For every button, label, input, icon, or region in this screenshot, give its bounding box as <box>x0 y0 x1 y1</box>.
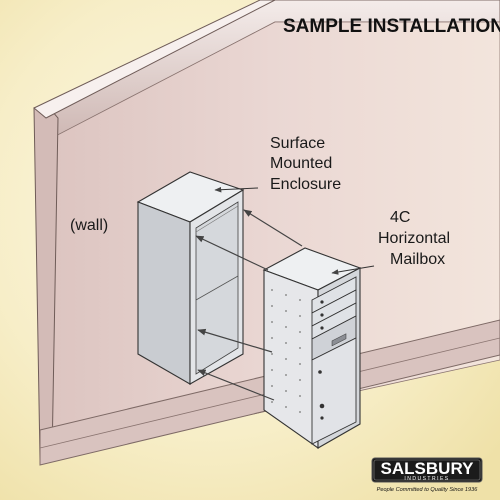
mounting-hole <box>285 358 287 360</box>
mailbox-label: 4C Horizontal Mailbox <box>378 209 450 268</box>
mailbox-doors <box>311 276 357 445</box>
enclosure-label-line-3: Enclosure <box>270 176 341 193</box>
mounting-hole <box>299 379 301 381</box>
mounting-hole <box>271 337 273 339</box>
surface-mounted-enclosure <box>136 171 245 385</box>
enclosure-side <box>137 201 191 385</box>
mounting-hole <box>285 294 287 296</box>
diagram-title: SAMPLE INSTALLATION <box>283 16 500 37</box>
mounting-hole <box>299 411 301 413</box>
mounting-hole <box>285 326 287 328</box>
mounting-hole <box>285 406 287 408</box>
mounting-hole <box>285 390 287 392</box>
mounting-hole <box>285 374 287 376</box>
logo-sub: INDUSTRIES <box>404 476 449 482</box>
logo-name: SALSBURY <box>381 459 475 478</box>
arrow-upper <box>195 235 269 271</box>
wall-cap <box>33 0 276 119</box>
enclosure-label-line-1: Surface <box>270 135 325 152</box>
logo-badge <box>371 457 483 483</box>
salsbury-logo: SALSBURY INDUSTRIES People Committed to … <box>371 457 483 493</box>
enclosure-label-line-2: Mounted <box>270 155 332 172</box>
mounting-hole <box>271 401 273 403</box>
wall-label: (wall) <box>70 217 108 234</box>
mounting-hole <box>271 289 273 291</box>
mounting-hole <box>271 305 273 307</box>
mailbox-label-line-1: 4C <box>390 209 410 226</box>
horizontal-mailbox <box>262 247 362 450</box>
mailbox-label-line-3: Mailbox <box>390 251 445 268</box>
mounting-hole <box>299 315 301 317</box>
mounting-hole <box>271 353 273 355</box>
arrow-top <box>243 209 303 247</box>
mounting-hole <box>299 347 301 349</box>
arrow-middle <box>197 328 273 353</box>
enclosure-leader <box>214 186 259 193</box>
mounting-hole <box>299 299 301 301</box>
mounting-hole <box>285 342 287 344</box>
mounting-holes <box>271 289 301 413</box>
mounting-hole <box>271 385 273 387</box>
mounting-hole <box>299 395 301 397</box>
mailbox-label-line-2: Horizontal <box>378 230 450 247</box>
arrow-lower <box>197 369 275 401</box>
mounting-hole <box>285 310 287 312</box>
mounting-hole <box>271 321 273 323</box>
installation-arrows <box>195 209 303 401</box>
enclosure-label: Surface Mounted Enclosure <box>270 135 341 193</box>
logo-tagline: People Committed to Quality Since 1936 <box>377 487 479 493</box>
mounting-hole <box>271 369 273 371</box>
mailbox-leader <box>331 265 375 275</box>
mounting-hole <box>299 363 301 365</box>
mounting-hole <box>299 331 301 333</box>
